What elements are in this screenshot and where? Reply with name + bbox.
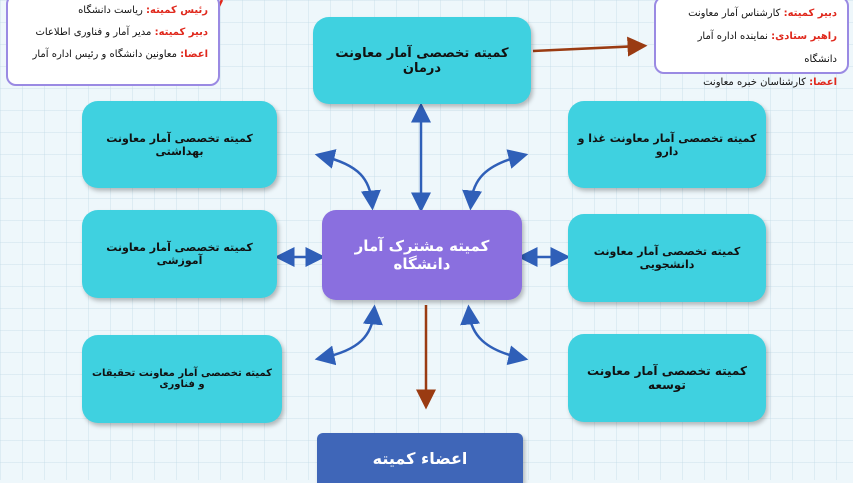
box-health-committee: کمیته تخصصی آمار معاونت بهداشتی (82, 101, 277, 188)
left-info-row-members: اعضا: معاونین دانشگاه و رئیس اداره آمار (32, 49, 208, 60)
right-info-card: دبیر کمیته: کارشناس آمار معاونت راهبر ست… (654, 0, 849, 88)
arrow-center-lower-left (314, 304, 383, 366)
left-info-row-secretary: دبیر کمیته: مدیر آمار و فناوری اطلاعات (35, 27, 208, 38)
right-info-row-lead: راهبر ستادی: نماینده اداره آمار دانشگاه (697, 31, 837, 65)
left-info-card: رئیس کمیته: ریاست دانشگاه دبیر کمیته: مد… (6, 0, 220, 86)
box-development-committee: کمیته تخصصی آمار معاونت توسعه (568, 334, 766, 422)
box-joint-committee: کمیته مشترک آمار دانشگاه (322, 210, 522, 300)
arrow-center-lower-right (460, 304, 529, 366)
right-info-row-members: اعضا: کارشناسان خبره معاونت (703, 77, 837, 88)
box-treatment-committee: کمیته تخصصی آمار معاونت درمان (313, 17, 531, 104)
arrow-center-upper-left (314, 149, 381, 211)
box-student-committee: کمیته تخصصی آمار معاونت دانشجویی (568, 214, 766, 302)
left-info-row-chair: رئیس کمیته: ریاست دانشگاه (78, 5, 208, 16)
box-research-committee: کمیته تخصصی آمار معاونت تحقیقات و فناوری (82, 335, 282, 423)
box-food-drug-committee: کمیته تخصصی آمار معاونت غذا و دارو (568, 101, 766, 188)
arrow-center-upper-right (462, 149, 529, 211)
arrow-top-to-right-info (532, 36, 648, 57)
right-info-row-secretary: دبیر کمیته: کارشناس آمار معاونت (688, 8, 837, 19)
box-committee-members: اعضاء کمیته (317, 433, 523, 483)
box-education-committee: کمیته تخصصی آمار معاونت آموزشی (82, 210, 277, 298)
